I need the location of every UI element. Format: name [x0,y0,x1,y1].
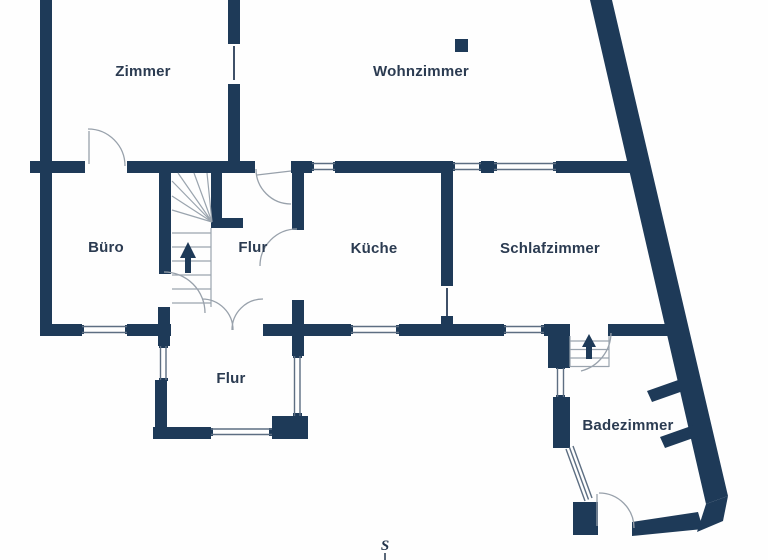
chimney-marker [455,39,468,52]
door-small-stair [580,332,612,372]
double-door-left [201,298,234,331]
stair-arrows [180,242,596,359]
room-label-flur-mitte: Flur [238,239,267,256]
walls [30,0,728,536]
room-label-flur-unten: Flur [216,370,245,387]
room-label-kueche: Küche [351,240,398,257]
bath-partition-2 [660,425,699,448]
double-door-right [231,298,264,331]
windows [82,162,593,502]
room-label-schlafzimmer: Schlafzimmer [500,240,600,257]
door-stair-exit [163,271,206,314]
window-diagonal-bad [565,445,593,502]
room-labels: Zimmer Wohnzimmer Büro Flur Küche Schlaf… [88,63,673,434]
room-label-buero: Büro [88,239,124,256]
door-arcs [87,128,635,529]
door-leaves [233,46,448,316]
door-wohnzimmer-flur [255,168,292,205]
room-label-zimmer: Zimmer [115,63,170,80]
door-zimmer-buero [87,128,126,167]
compass-south-label: S [381,538,389,554]
up-arrow-icon [180,242,196,273]
door-badezimmer [596,492,635,529]
main-staircase [171,172,213,307]
compass-south: S [381,538,389,560]
winder-treads [171,172,213,223]
door-flur-kueche [259,228,298,267]
room-label-wohnzimmer: Wohnzimmer [373,63,469,80]
wall-zimmer-divider-top [228,0,240,44]
bath-partition-1 [647,379,686,402]
up-arrow-small-icon [582,334,596,359]
wall-zimmer-divider-bottom [228,84,240,172]
room-label-badezimmer: Badezimmer [582,417,673,434]
wall-diagonal-right [590,0,728,504]
